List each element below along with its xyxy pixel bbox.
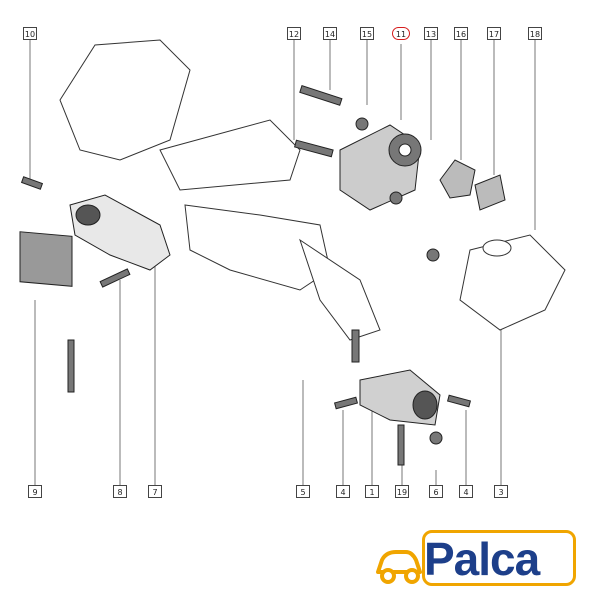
bolts [20, 85, 472, 466]
callout-6: 6 [429, 485, 443, 498]
callout-18: 18 [528, 27, 542, 40]
mount-plates [439, 159, 506, 211]
callout-16: 16 [454, 27, 468, 40]
callout-11-highlighted: 11 [392, 27, 410, 40]
upper-torque-mount [339, 124, 422, 211]
palca-logo: Palca [372, 528, 578, 590]
callout-1: 1 [365, 485, 379, 498]
callout-13: 13 [424, 27, 438, 40]
leader-lines [29, 40, 536, 485]
callout-7: 7 [148, 485, 162, 498]
car-icon [376, 550, 422, 584]
logo-text: Palca [424, 533, 540, 585]
callout-12: 12 [287, 27, 301, 40]
callout-9: 9 [28, 485, 42, 498]
right-body-panel [459, 234, 566, 331]
callout-19: 19 [395, 485, 409, 498]
callout-15: 15 [360, 27, 374, 40]
lower-engine-mount [359, 369, 441, 426]
subframe [184, 204, 381, 341]
callout-14: 14 [323, 27, 337, 40]
callout-17: 17 [487, 27, 501, 40]
left-body-panel [59, 39, 301, 191]
callout-10: 10 [23, 27, 37, 40]
callout-8: 8 [113, 485, 127, 498]
callout-3: 3 [494, 485, 508, 498]
callout-4-right: 4 [459, 485, 473, 498]
logo-frame [422, 530, 576, 586]
callout-5: 5 [296, 485, 310, 498]
callout-4-left: 4 [336, 485, 350, 498]
left-engine-mount [19, 194, 171, 287]
